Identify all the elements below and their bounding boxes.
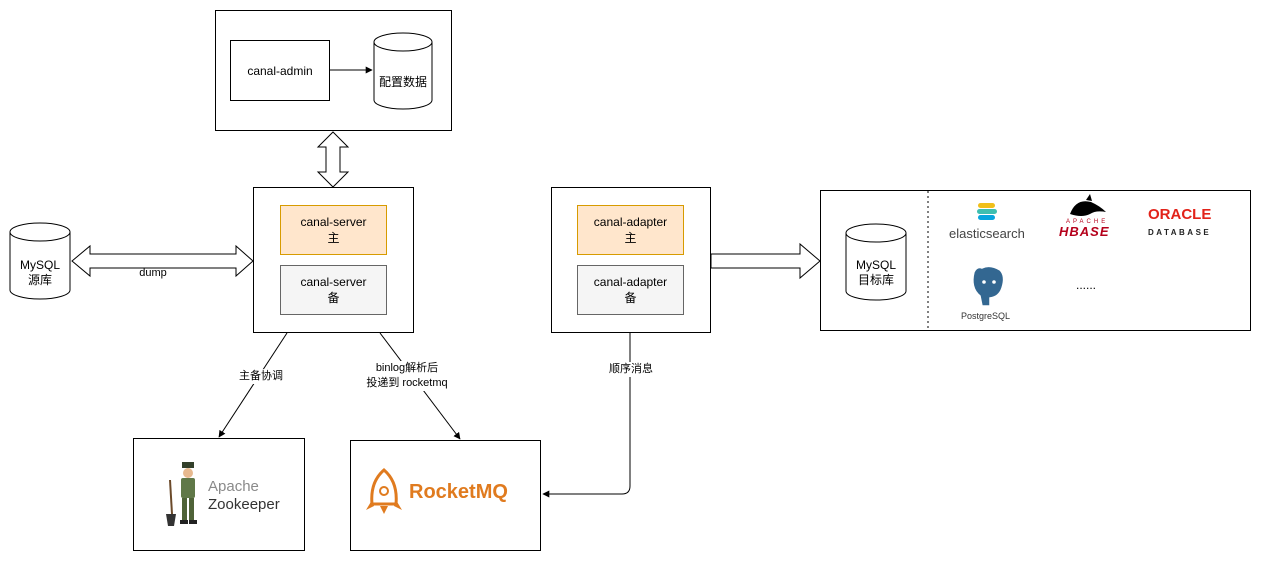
coordination-label: 主备协调 — [234, 369, 288, 384]
source-mysql-cylinder — [9, 222, 71, 300]
config-data-label: 配置数据 — [378, 75, 427, 89]
oracle-database-text: DATABASE — [1148, 228, 1212, 237]
target-db-label: MySQL 目标库 — [846, 258, 906, 288]
canal-server-standby-role: 备 — [327, 291, 340, 305]
zookeeper-logo-text: Apache Zookeeper — [208, 478, 280, 514]
canal-adapter-primary[interactable]: canal-adapter 主 — [577, 205, 684, 255]
oracle-logo-text: ORACLE — [1148, 206, 1212, 223]
rocketmq-box — [350, 440, 541, 551]
canal-admin-node[interactable]: canal-admin — [230, 40, 330, 101]
adapter-target-block-arrow — [710, 242, 821, 280]
canal-server-primary-role: 主 — [327, 231, 340, 245]
more-targets-text: ...... — [1076, 278, 1097, 292]
canal-server-standby-name: canal-server — [300, 275, 367, 289]
delivery-label-line1: binlog解析后 — [375, 362, 439, 374]
canal-server-standby[interactable]: canal-server 备 — [280, 265, 387, 315]
postgresql-icon — [972, 265, 1005, 307]
rocketmq-logo-text: RocketMQ — [409, 481, 508, 503]
hbase-logo-text: HBASE — [1059, 224, 1110, 239]
dump-label: dump — [139, 267, 167, 279]
delivery-label-line2: 投递到 rocketmq — [366, 377, 448, 389]
canal-adapter-standby-role: 备 — [624, 291, 637, 305]
source-db-line2: 源库 — [27, 273, 52, 287]
canal-adapter-standby[interactable]: canal-adapter 备 — [577, 265, 684, 315]
canal-server-primary[interactable]: canal-server 主 — [280, 205, 387, 255]
target-db-line2: 目标库 — [857, 273, 894, 287]
ordered-message-arrow — [542, 333, 631, 498]
zookeeper-apache: Apache — [208, 478, 259, 495]
zookeeper-keeper-icon — [166, 462, 197, 526]
target-db-line1: MySQL — [855, 258, 896, 272]
hbase-icon — [1070, 194, 1106, 216]
source-db-line1: MySQL — [19, 258, 60, 272]
postgresql-logo-text: PostgreSQL — [961, 311, 1011, 321]
elasticsearch-icon — [977, 203, 997, 220]
zookeeper-name: Zookeeper — [208, 496, 280, 513]
rocketmq-rocket-icon — [366, 468, 402, 514]
source-db-label: MySQL 源库 — [10, 258, 70, 288]
canal-adapter-primary-role: 主 — [624, 231, 637, 245]
canal-server-primary-name: canal-server — [300, 215, 367, 229]
config-data-cylinder — [373, 32, 433, 110]
dump-block-arrow — [71, 244, 254, 278]
canal-adapter-standby-name: canal-adapter — [593, 275, 668, 289]
elasticsearch-logo-text: elasticsearch — [949, 226, 1025, 241]
admin-server-block-arrow — [316, 131, 350, 188]
target-mysql-cylinder — [845, 223, 907, 301]
hbase-apache-text: APACHE — [1066, 219, 1109, 225]
delivery-label: binlog解析后 投递到 rocketmq — [355, 361, 459, 391]
canal-adapter-primary-name: canal-adapter — [593, 215, 668, 229]
ordered-label: 顺序消息 — [605, 362, 657, 377]
canal-admin-label: canal-admin — [247, 63, 313, 78]
coordination-arrow — [218, 332, 288, 438]
zookeeper-box — [133, 438, 305, 551]
